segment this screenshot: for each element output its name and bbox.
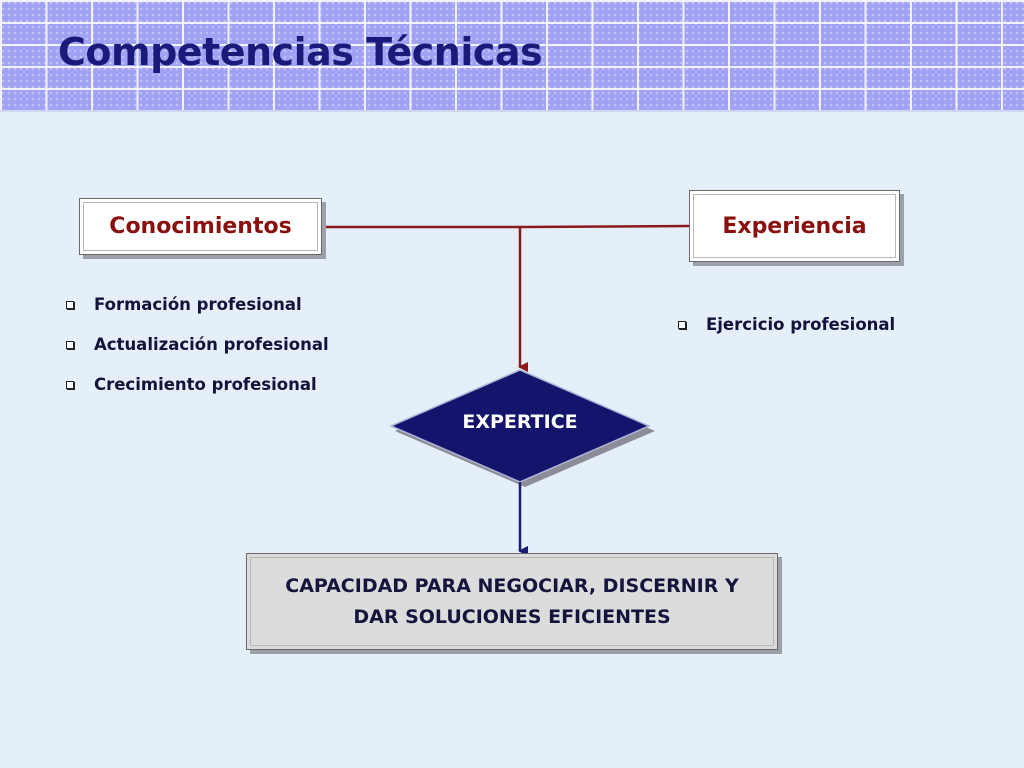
list-item: Crecimiento profesional xyxy=(64,374,329,414)
result-line-2: DAR SOLUCIONES EFICIENTES xyxy=(353,605,671,628)
square-bullet-icon xyxy=(678,321,686,329)
list-item-text: Ejercicio profesional xyxy=(706,315,896,334)
list-item: Formación profesional xyxy=(64,294,329,334)
conocimientos-label: Conocimientos xyxy=(109,214,292,239)
list-item: Actualización profesional xyxy=(64,334,329,374)
slide-header: Competencias Técnicas xyxy=(0,0,1024,112)
list-item-text: Formación profesional xyxy=(94,295,302,314)
page-title: Competencias Técnicas xyxy=(58,30,543,74)
result-label: CAPACIDAD PARA NEGOCIAR, DISCERNIR Y DAR… xyxy=(262,571,762,633)
result-line-1: CAPACIDAD PARA NEGOCIAR, DISCERNIR Y xyxy=(285,574,739,597)
conocimientos-box: Conocimientos xyxy=(79,198,322,255)
expertice-label: EXPERTICE xyxy=(462,411,578,433)
result-box: CAPACIDAD PARA NEGOCIAR, DISCERNIR Y DAR… xyxy=(246,553,778,650)
conocimientos-list: Formación profesional Actualización prof… xyxy=(64,294,329,414)
experiencia-list: Ejercicio profesional xyxy=(676,314,895,354)
square-bullet-icon xyxy=(66,301,74,309)
square-bullet-icon xyxy=(66,381,74,389)
list-item: Ejercicio profesional xyxy=(676,314,895,354)
connector-experiencia-to-junction xyxy=(519,224,690,229)
list-item-text: Crecimiento profesional xyxy=(94,375,317,394)
square-bullet-icon xyxy=(66,341,74,349)
list-item-text: Actualización profesional xyxy=(94,335,329,354)
experiencia-box: Experiencia xyxy=(689,190,900,262)
experiencia-label: Experiencia xyxy=(722,213,867,239)
